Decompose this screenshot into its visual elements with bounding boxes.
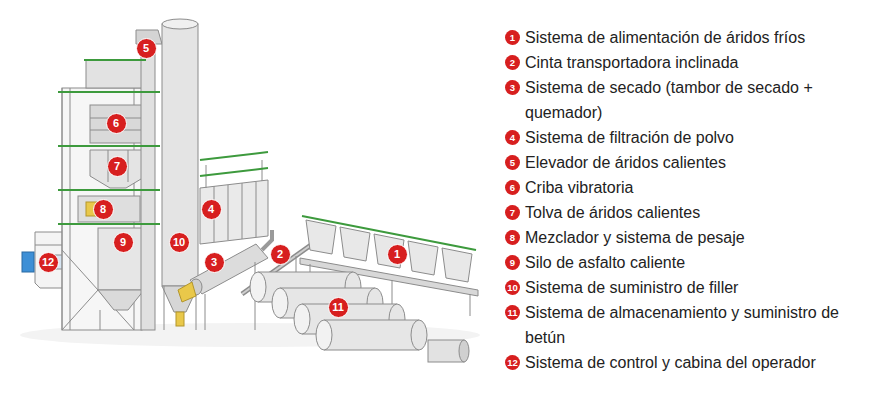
legend-item: 10 Sistema de suministro de filler xyxy=(505,275,867,300)
callout-number: 1 xyxy=(387,244,408,265)
bullet-number: 2 xyxy=(505,55,520,70)
legend-item: 3 Sistema de secado (tambor de secado + q… xyxy=(505,75,867,125)
item-text: Sistema de alimentación de áridos fríos xyxy=(525,25,867,50)
legend-item: 9 Silo de asfalto caliente xyxy=(505,250,867,275)
callout-number: 12 xyxy=(38,252,59,273)
item-text: Sistema de almacenamiento y suministro d… xyxy=(525,300,867,350)
callout-text: 5 xyxy=(143,43,149,54)
callout-text: 2 xyxy=(277,249,283,260)
callout-text: 9 xyxy=(120,237,126,248)
item-text: Sistema de suministro de filler xyxy=(525,275,867,300)
legend-item: 6 Criba vibratoria xyxy=(505,175,867,200)
legend-item: 2 Cinta transportadora inclinada xyxy=(505,50,867,75)
item-text: Elevador de áridos calientes xyxy=(525,150,867,175)
callout-number: 4 xyxy=(201,199,222,220)
bullet-number: 4 xyxy=(505,130,520,145)
item-text: Tolva de áridos calientes xyxy=(525,200,867,225)
bullet-number: 1 xyxy=(505,30,520,45)
item-text: Silo de asfalto caliente xyxy=(525,250,867,275)
callout-text: 1 xyxy=(394,249,400,260)
legend-item: 7 Tolva de áridos calientes xyxy=(505,200,867,225)
item-text: Sistema de control y cabina del operador xyxy=(525,350,867,375)
callout-number: 7 xyxy=(107,156,128,177)
callout-text: 10 xyxy=(173,237,185,248)
bullet-number: 5 xyxy=(505,155,520,170)
callout-text: 6 xyxy=(113,118,119,129)
legend-item: 12 Sistema de control y cabina del operad… xyxy=(505,350,867,375)
item-text: Cinta transportadora inclinada xyxy=(525,50,867,75)
bullet-number: 12 xyxy=(505,355,520,370)
legend-item: 1 Sistema de alimentación de áridos fríos xyxy=(505,25,867,50)
callout-number: 11 xyxy=(328,297,349,318)
callout-text: 11 xyxy=(332,302,344,313)
callout-text: 7 xyxy=(114,161,120,172)
callout-number: 6 xyxy=(106,113,127,134)
callout-number: 3 xyxy=(204,252,225,273)
bullet-number: 7 xyxy=(505,205,520,220)
item-text: Sistema de secado (tambor de secado + qu… xyxy=(525,75,867,125)
item-text: Mezclador y sistema de pesaje xyxy=(525,225,867,250)
legend-item: 5 Elevador de áridos calientes xyxy=(505,150,867,175)
item-text: Criba vibratoria xyxy=(525,175,867,200)
callout-number: 10 xyxy=(169,232,190,253)
legend-item: 4 Sistema de filtración de polvo xyxy=(505,125,867,150)
bullet-number: 8 xyxy=(505,230,520,245)
callout-text: 4 xyxy=(208,204,214,215)
item-text: Sistema de filtración de polvo xyxy=(525,125,867,150)
bullet-number: 3 xyxy=(505,80,520,95)
callout-text: 8 xyxy=(100,204,106,215)
legend-item: 8 Mezclador y sistema de pesaje xyxy=(505,225,867,250)
legend-item: 11 Sistema de almacenamiento y suministro… xyxy=(505,300,867,350)
bullet-number: 11 xyxy=(505,305,520,320)
callout-number: 5 xyxy=(136,38,157,59)
callout-text: 12 xyxy=(42,257,54,268)
bullet-number: 10 xyxy=(505,280,520,295)
bullet-number: 9 xyxy=(505,255,520,270)
callout-number: 8 xyxy=(93,199,114,220)
callout-text: 3 xyxy=(211,257,217,268)
callout-number: 9 xyxy=(113,232,134,253)
bullet-number: 6 xyxy=(505,180,520,195)
callout-number: 2 xyxy=(270,244,291,265)
